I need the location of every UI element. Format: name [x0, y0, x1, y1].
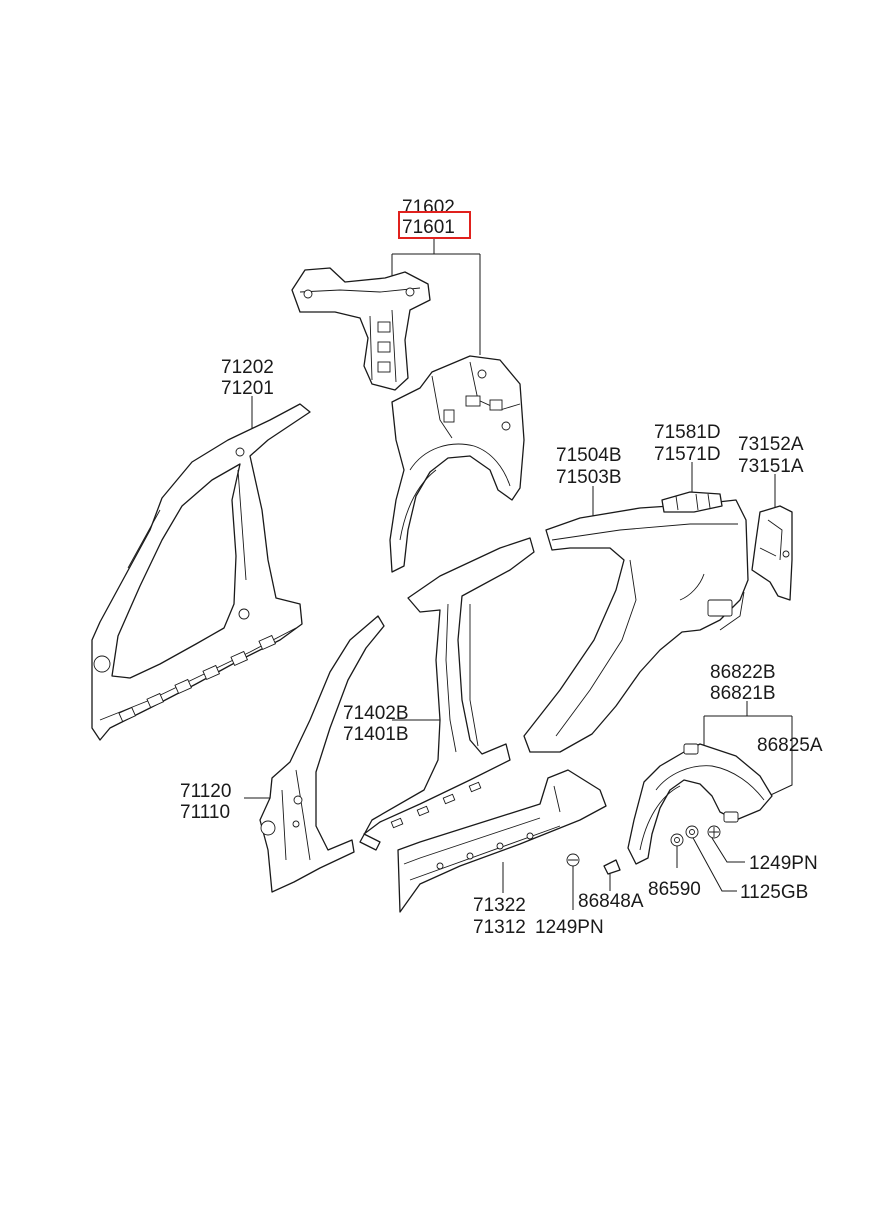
label-71312: 71312 [473, 917, 526, 938]
label-71601: 71601 [402, 217, 455, 238]
label-71602: 71602 [402, 197, 455, 218]
quarter-outer-panel [523, 499, 749, 753]
label-71581D: 71581D [654, 422, 721, 443]
label-73151A: 73151A [738, 456, 804, 477]
label-86825A: 86825A [757, 735, 823, 756]
front-pillar-inner [259, 615, 385, 893]
label-71571D: 71571D [654, 444, 721, 465]
tail-lamp-bracket [751, 505, 793, 601]
label-86590: 86590 [648, 879, 701, 900]
label-1249PN-bottom: 1249PN [535, 917, 604, 938]
label-71401B: 71401B [343, 724, 409, 745]
quarter-inner-wheelhouse [389, 355, 525, 573]
label-71202: 71202 [221, 357, 274, 378]
label-71402B: 71402B [343, 703, 409, 724]
label-86821B: 86821B [710, 683, 776, 704]
label-73152A: 73152A [738, 434, 804, 455]
side-outer-panel [91, 403, 311, 741]
fasteners [566, 825, 721, 876]
center-pillar-sill [359, 537, 535, 851]
label-86822B: 86822B [710, 662, 776, 683]
side-sill-panel [397, 769, 607, 913]
label-71322: 71322 [473, 895, 526, 916]
label-71110: 71110 [180, 802, 230, 823]
part-labels: 71602 71601 71202 71201 71504B 71503B 71… [180, 197, 823, 938]
label-71504B: 71504B [556, 445, 622, 466]
quarter-extension-bracket [661, 491, 723, 513]
highlight-box [398, 211, 471, 239]
label-71120: 71120 [180, 781, 231, 802]
label-86848A: 86848A [578, 891, 644, 912]
label-71201: 71201 [221, 378, 274, 399]
label-71503B: 71503B [556, 467, 622, 488]
label-1125GB: 1125GB [740, 882, 808, 903]
label-1249PN-right: 1249PN [749, 853, 818, 874]
quarter-inner-upper-bracket [291, 267, 431, 391]
rear-wheel-guard [627, 743, 773, 865]
